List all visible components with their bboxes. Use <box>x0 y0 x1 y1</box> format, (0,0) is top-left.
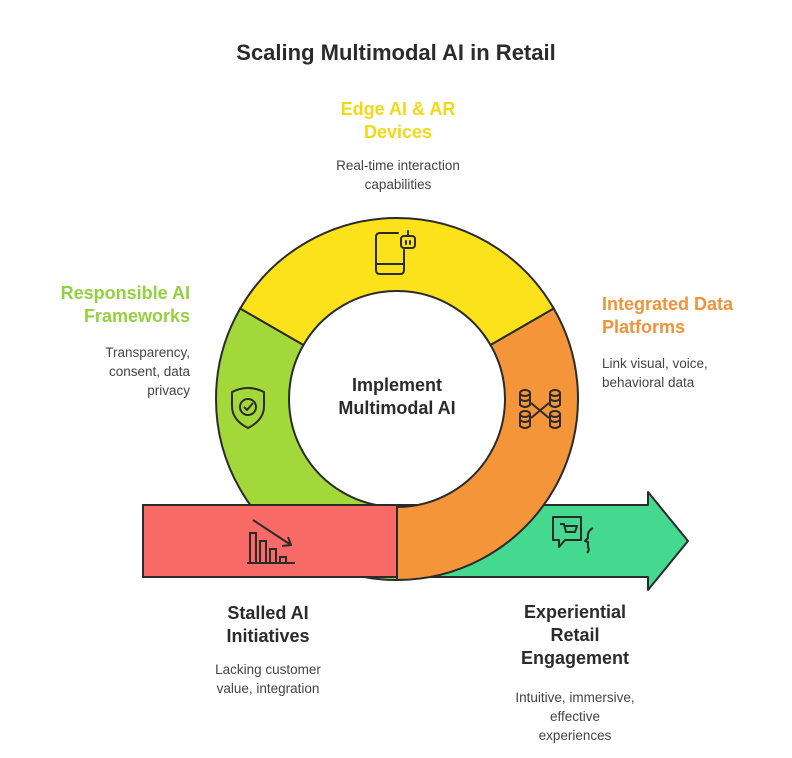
stalled-title-line-2: Initiatives <box>226 626 310 646</box>
ring-segment-integrated <box>396 307 579 582</box>
integrated-title: Integrated Data Platforms <box>602 293 733 339</box>
stalled-desc-line-1: Lacking customer <box>215 662 321 677</box>
ring-segment-edge <box>238 216 556 347</box>
integrated-desc-line-2: behavioral data <box>602 375 695 390</box>
stalled-desc-line-2: value, integration <box>216 681 320 696</box>
responsible-desc-line-3: privacy <box>147 383 190 398</box>
declining-chart-icon <box>247 519 295 564</box>
edge-desc-line-2: capabilities <box>364 177 432 192</box>
responsible-desc-line-2: consent, data <box>108 364 190 379</box>
experiential-desc-line-2: effective <box>549 709 601 724</box>
stalled-title-line-1: Stalled AI <box>227 603 309 623</box>
stalled-title: Stalled AI Initiatives <box>226 602 309 648</box>
shield-check-icon <box>231 387 265 429</box>
stalled-box <box>142 504 398 578</box>
experiential-title-line-2: Retail <box>550 625 600 645</box>
responsible-title-line-2: Frameworks <box>83 306 190 326</box>
database-network-icon <box>519 389 561 429</box>
diagram-title: Scaling Multimodal AI in Retail <box>236 40 556 65</box>
edge-title: Edge AI & AR Devices <box>341 98 456 144</box>
integrated-title-line-2: Platforms <box>602 317 686 337</box>
edge-desc-line-1: Real-time interaction <box>336 158 460 173</box>
integrated-desc-line-1: Link visual, voice, <box>602 356 708 371</box>
experiential-title-line-1: Experiential <box>523 602 627 622</box>
stalled-description: Lacking customer value, integration <box>215 660 321 698</box>
responsible-title-line-1: Responsible AI <box>60 283 190 303</box>
experiential-title-line-3: Engagement <box>520 648 630 668</box>
edge-description: Real-time interaction capabilities <box>336 156 460 194</box>
experiential-title: Experiential Retail Engagement <box>521 601 629 670</box>
responsible-desc-line-1: Transparency, <box>105 345 190 360</box>
experiential-description: Intuitive, immersive, effective experien… <box>515 688 634 745</box>
experiential-desc-line-3: experiences <box>538 728 612 743</box>
center-line-2: Multimodal AI <box>338 398 456 418</box>
responsible-description: Transparency, consent, data privacy <box>105 343 190 400</box>
center-label: Implement Multimodal AI <box>338 374 455 420</box>
center-line-1: Implement <box>351 375 443 395</box>
experiential-desc-line-1: Intuitive, immersive, <box>515 690 635 705</box>
edge-title-line-2: Devices <box>363 122 433 142</box>
shopping-chat-icon <box>552 516 594 554</box>
responsible-title: Responsible AI Frameworks <box>61 282 190 328</box>
edge-title-line-1: Edge AI & AR <box>340 99 456 119</box>
integrated-description: Link visual, voice, behavioral data <box>602 354 708 392</box>
mobile-robot-icon <box>375 230 416 275</box>
integrated-title-line-1: Integrated Data <box>602 294 734 314</box>
